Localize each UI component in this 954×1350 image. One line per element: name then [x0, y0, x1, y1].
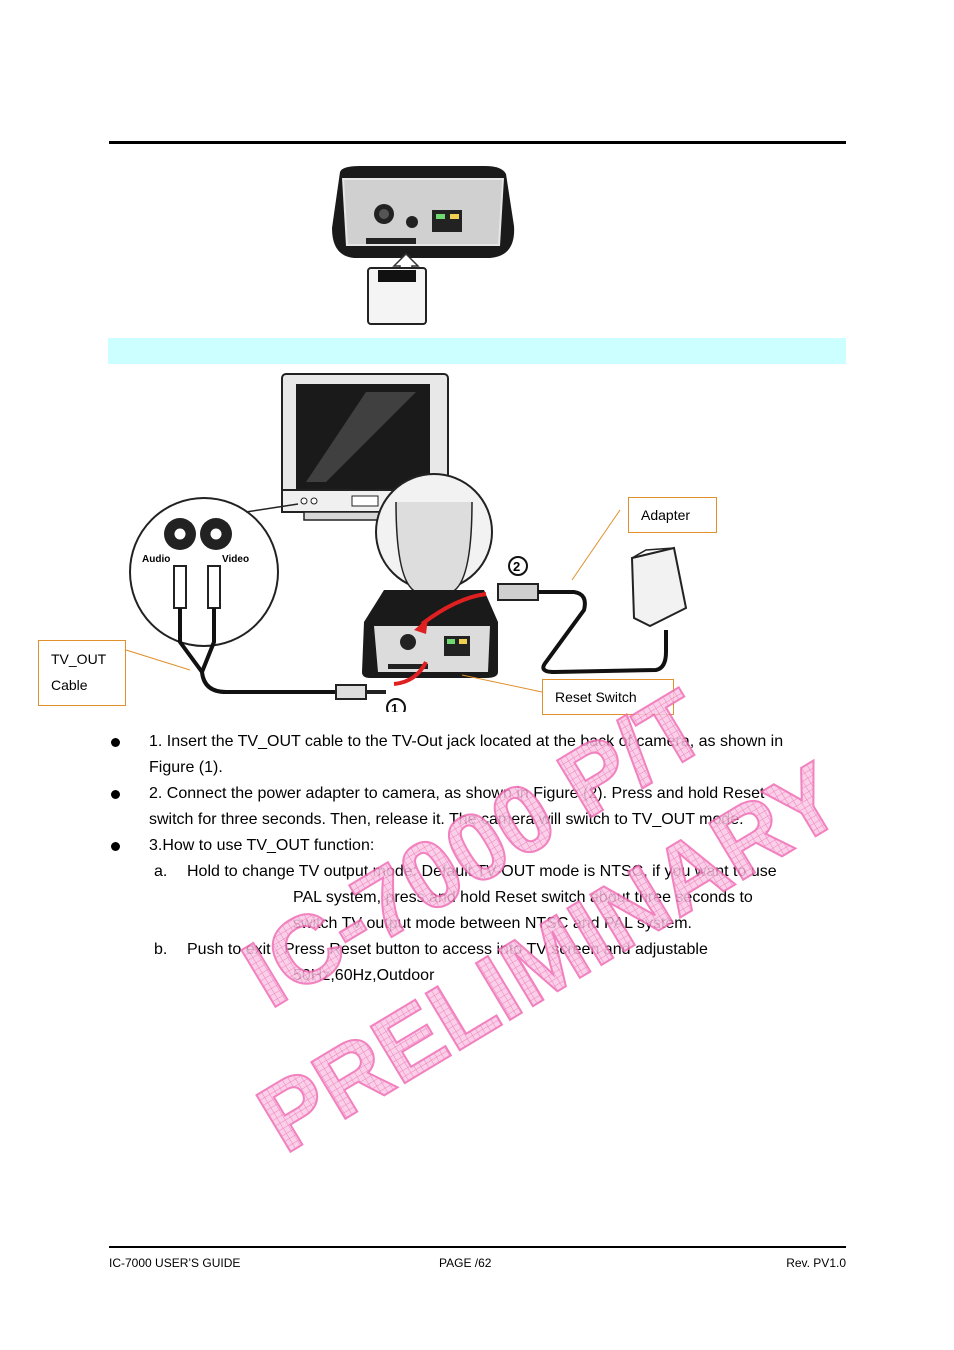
sub-a-line2: PAL system, press and hold Reset switch …	[293, 889, 753, 906]
instruction-1-line1: 1. Insert the TV_OUT cable to the TV-Out…	[149, 733, 784, 750]
sub-a-letter: a.	[154, 863, 168, 880]
tv-out-connection-figure: Audio Video 1 2	[129, 373, 688, 712]
video-label: Video	[222, 554, 249, 565]
header-rule	[109, 141, 846, 144]
sub-a-line1: Hold to change TV output mode: Default T…	[187, 863, 777, 880]
footer-revision: Rev. PV1.0	[786, 1256, 846, 1270]
instruction-item-3: 3.How to use TV_OUT function:	[108, 833, 848, 859]
step-marker-2: 2	[513, 559, 520, 574]
audio-label: Audio	[142, 554, 170, 565]
tv-out-cable-callout: TV_OUT Cable	[38, 640, 126, 706]
adapter-callout: Adapter	[628, 497, 717, 533]
sub-b-line2: 50Hz,60Hz,Outdoor	[293, 967, 435, 984]
tv-out-callout-line2: Cable	[51, 677, 88, 693]
sub-a-line3: switch TV output mode between NTSC and P…	[293, 915, 692, 932]
sub-item-a: a. Hold to change TV output mode: Defaul…	[108, 859, 848, 984]
instruction-3-line1: 3.How to use TV_OUT function:	[149, 837, 375, 854]
bullet-icon	[111, 738, 120, 747]
instruction-item-2: 2. Connect the power adapter to camera, …	[108, 781, 848, 833]
reset-switch-callout-label: Reset Switch	[555, 689, 637, 705]
instruction-item-1: 1. Insert the TV_OUT cable to the TV-Out…	[108, 729, 848, 781]
instruction-2-line2: switch for three seconds. Then, release …	[149, 811, 744, 828]
instruction-1-line2: Figure (1).	[149, 759, 223, 776]
sd-card-insert-figure	[332, 166, 515, 325]
tv-out-callout-line1: TV_OUT	[51, 651, 107, 667]
sub-b-letter: b.	[154, 941, 168, 958]
step-marker-1: 1	[391, 701, 398, 712]
bullet-icon	[111, 790, 120, 799]
bullet-icon	[111, 842, 120, 851]
footer-guide-title: IC-7000 USER’S GUIDE	[109, 1256, 241, 1270]
adapter-callout-label: Adapter	[641, 507, 691, 523]
reset-switch-callout: Reset Switch	[542, 679, 674, 715]
instruction-2-line1: 2. Connect the power adapter to camera, …	[149, 785, 765, 802]
footer-page-number: PAGE /62	[439, 1256, 492, 1270]
section-heading-bar	[108, 338, 846, 364]
sub-b-line1: Push to exit : Press Reset button to acc…	[187, 941, 708, 958]
footer-rule	[109, 1246, 846, 1248]
instruction-list: 1. Insert the TV_OUT cable to the TV-Out…	[108, 729, 848, 984]
